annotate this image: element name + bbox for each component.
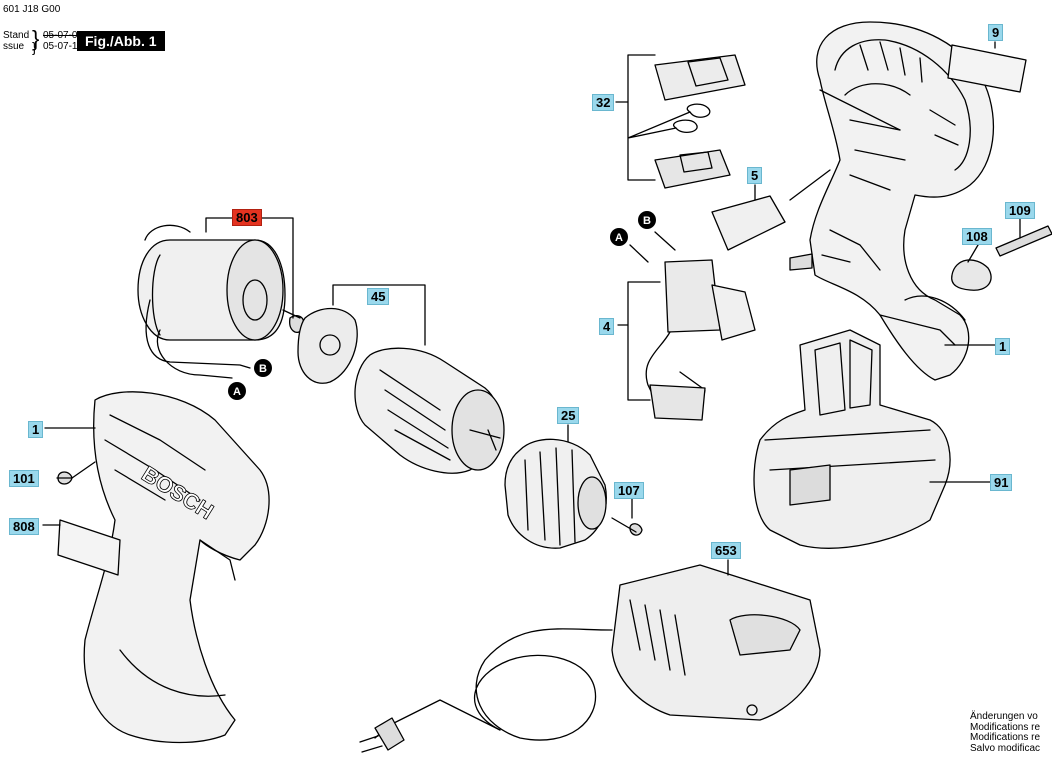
callout-part-32: 32 [592,94,615,111]
switch-slider-5 [711,195,786,251]
callout-part-108: 108 [962,228,992,245]
switch-cover-parts [654,54,746,189]
connector-a-left: A [233,386,241,398]
callout-part-25: 25 [557,407,580,424]
label-strip-808 [57,519,121,576]
footer-note-line-3: Modifications re [970,732,1041,743]
old-date: 05-07-05 [43,30,84,41]
doc-number: 601 J18 G00 [3,4,61,15]
callout-part-101: 101 [9,470,39,487]
callout-part-653: 653 [711,542,741,559]
screw-107 [611,517,643,536]
connector-b-left: B [259,363,267,375]
footer-note-line-4: Salvo modificac [970,742,1041,754]
bit-109 [995,225,1052,257]
callout-part-1-right: 1 [995,338,1011,355]
callout-part-109: 109 [1005,202,1035,219]
charger-653-drawing [359,564,821,753]
housing-right-half-drawing [789,21,995,381]
battery-91-drawing [753,329,951,549]
new-date: 05-07-12 [43,41,84,52]
issue-label: ssue [3,41,25,52]
callout-part-1-left: 1 [28,421,44,438]
connector-a-right: A [615,232,623,244]
motor-803-drawing [137,224,305,379]
footer-note-line-2: Modifications re [970,721,1041,733]
connector-markers [228,211,656,400]
callout-part-803: 803 [232,209,262,226]
stand-label: Stand [3,30,30,41]
housing-left-half-drawing: BOSCH [83,391,270,744]
connector-b-right: B [643,215,651,227]
brace-right: } [32,39,37,55]
callout-part-808: 808 [9,518,39,535]
switch-module-4-drawing [629,231,756,421]
footer-note-line-1: Änderungen vo [970,711,1038,722]
callout-part-91: 91 [990,474,1013,491]
gearbox-45-drawing [297,307,505,474]
callout-part-107: 107 [614,482,644,499]
brace-left: } [32,26,40,51]
footer-note: Änderungen vo Modifications re Modificat… [970,711,1041,754]
chuck-25-drawing [504,438,607,549]
callout-part-45: 45 [367,288,390,305]
clip-108 [951,259,992,291]
screw-101 [57,461,96,485]
callout-part-5: 5 [747,167,763,184]
callout-part-4: 4 [599,318,615,335]
callout-part-9: 9 [988,24,1004,41]
label-strip-9 [947,44,1027,93]
figure-label: Fig./Abb. 1 [77,31,165,51]
